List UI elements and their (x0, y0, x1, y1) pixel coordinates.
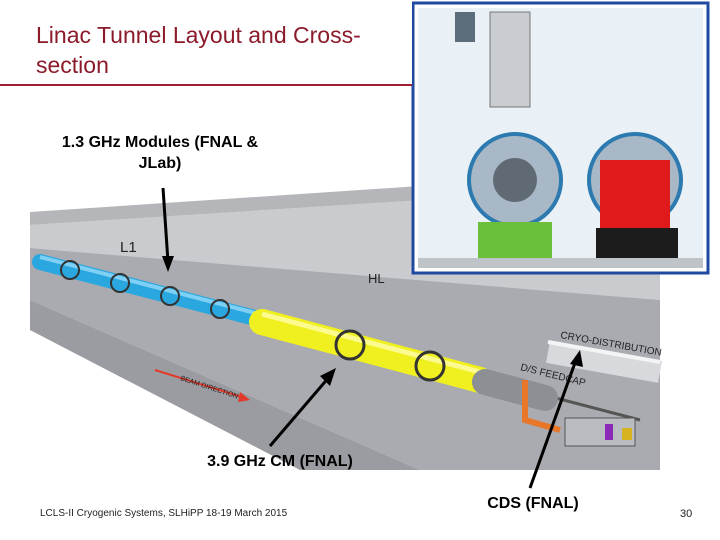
module-flange (210, 299, 230, 319)
arrow-cds-head (570, 350, 583, 367)
label-cm-39ghz: 3.9 GHz CM (FNAL) (207, 453, 353, 470)
inset-floor (418, 258, 703, 268)
cds-valve-purple (605, 424, 613, 440)
tunnel-label-hl: HL (368, 271, 385, 286)
module-13-highlight (39, 255, 256, 315)
page-number: 30 (680, 508, 693, 520)
cryo-distribution-pipe (546, 341, 662, 383)
arrow-cm-39 (268, 375, 332, 447)
module-13-segment (32, 254, 263, 326)
title-bar: Linac Tunnel Layout and Cross-section (0, 0, 412, 84)
inset-red-equipment (600, 160, 670, 235)
label-modules-13ghz: 1.3 GHz Modules (FNAL & JLab) (61, 134, 259, 172)
tunnel-label-l1: L1 (120, 239, 137, 256)
arrow-cds (528, 359, 578, 489)
module-flange (110, 273, 130, 293)
modules-39ghz (249, 309, 493, 393)
transfer-line (522, 380, 561, 433)
module-flange (414, 350, 446, 382)
arrow-modules-13 (161, 187, 170, 263)
module-flange (60, 260, 80, 280)
beam-direction-arrowhead (238, 392, 250, 402)
inset-red-base (596, 228, 678, 260)
beam-direction-arrow (154, 369, 246, 399)
cds-valve-yellow (622, 428, 632, 440)
title-bar-background (0, 0, 412, 84)
cross-section-inset (411, 1, 710, 275)
arrow-modules-13-head (162, 256, 174, 272)
inset-stand-left (478, 222, 552, 260)
inset-vessel (489, 11, 531, 108)
ds-feedcap-body (472, 369, 558, 411)
title-underline (0, 84, 412, 86)
module-flange (160, 286, 180, 306)
module-flange (334, 329, 366, 361)
callout-arrows (161, 187, 583, 489)
cryo-distribution-pipe-edge (547, 340, 661, 364)
arrow-cm-39-head (320, 368, 336, 386)
slide-title: Linac Tunnel Layout and Cross-section (36, 22, 361, 78)
slide-footer: LCLS-II Cryogenic Systems, SLHiPP 18-19 … (40, 508, 288, 519)
inset-module-left-core (493, 158, 537, 202)
inset-vessel-top (455, 12, 475, 42)
modules-13ghz (32, 254, 263, 326)
label-cds: CDS (FNAL) (487, 495, 579, 512)
tunnel-floor-shadow (30, 300, 420, 470)
